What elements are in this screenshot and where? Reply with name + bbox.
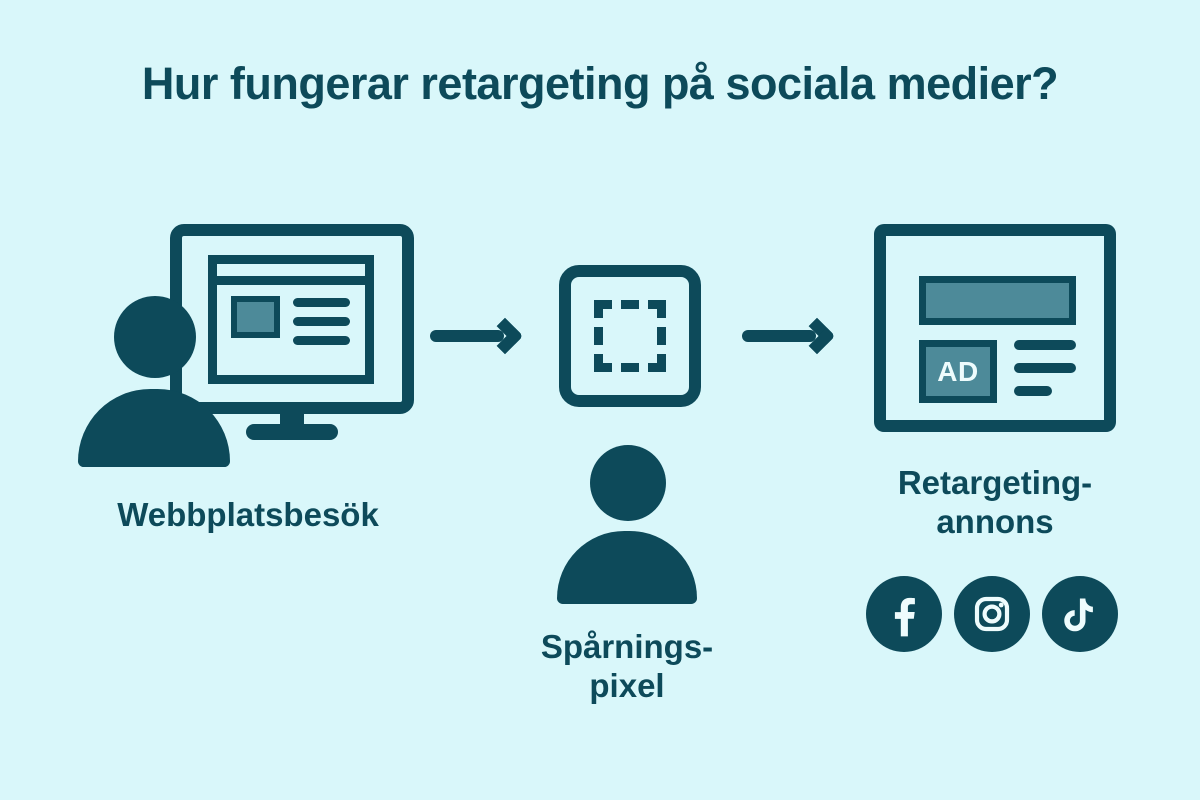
tracking-pixel-icon — [559, 265, 701, 407]
step-label-line-2: pixel — [589, 666, 665, 704]
arrow-shaft — [430, 330, 504, 342]
step-label-line-2: annons — [936, 502, 1054, 540]
arrow-right-icon — [430, 315, 530, 357]
social-icons-row — [866, 576, 1118, 652]
step-label-retargeting-ad: Retargeting- annons — [860, 464, 1130, 542]
browser-titlebar — [217, 276, 365, 285]
browser-window-icon — [208, 255, 374, 384]
instagram-icon[interactable] — [954, 576, 1030, 652]
person-body — [557, 531, 697, 604]
browser-text-line — [293, 336, 350, 345]
person-body — [78, 389, 230, 467]
arrow-shaft — [742, 330, 816, 342]
step-label-tracking-pixel: Spårnings- pixel — [477, 628, 777, 706]
ad-badge: AD — [919, 340, 997, 403]
ad-card-icon: AD — [874, 224, 1116, 432]
arrow-right-icon — [742, 315, 842, 357]
ad-text-line — [1014, 386, 1052, 396]
step-label-website-visit: Webbplatsbesök — [117, 496, 379, 533]
step-label-line-1: Retargeting- — [897, 464, 1093, 501]
arrow-head — [798, 317, 836, 355]
browser-text-line — [293, 317, 350, 326]
ad-text-line — [1014, 363, 1076, 373]
tracked-user-person-icon — [557, 445, 697, 605]
step-label-line-1: Spårnings- — [540, 628, 714, 665]
visitor-person-icon — [78, 296, 230, 468]
person-head — [590, 445, 666, 521]
facebook-icon[interactable] — [866, 576, 942, 652]
monitor-base-icon — [246, 424, 338, 440]
ad-text-line — [1014, 340, 1076, 350]
browser-text-line — [293, 298, 350, 307]
tiktok-icon[interactable] — [1042, 576, 1118, 652]
browser-image-placeholder — [231, 296, 280, 338]
arrow-head — [486, 317, 524, 355]
person-head — [114, 296, 196, 378]
ad-badge-label: AD — [937, 355, 979, 387]
ad-banner-block — [919, 276, 1076, 325]
dashed-selection-icon — [594, 300, 666, 372]
page-title: Hur fungerar retargeting på sociala medi… — [141, 58, 1059, 109]
